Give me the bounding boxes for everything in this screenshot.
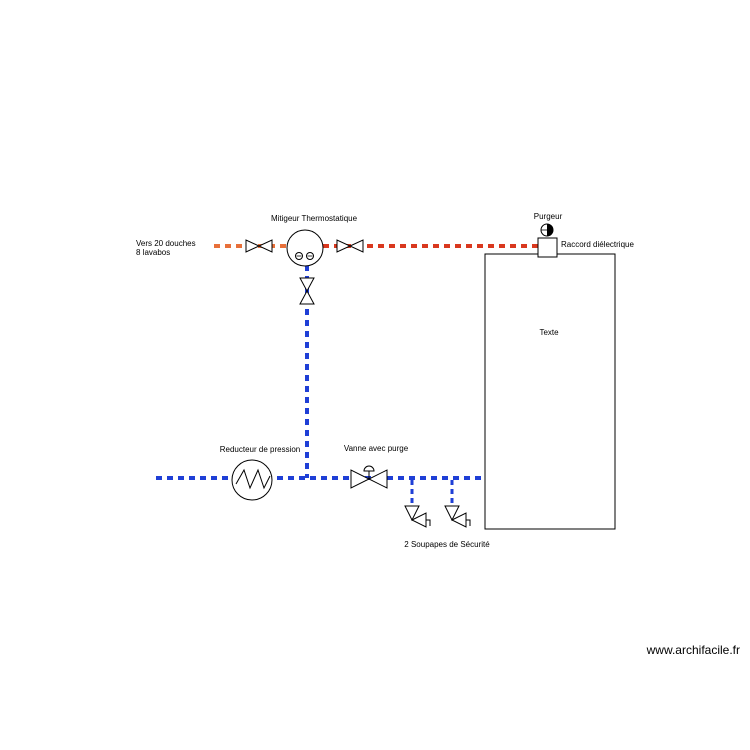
reducer-label: Reducteur de pression [220,445,301,454]
water-heater-tank [484,253,616,530]
safety-valve-2-icon[interactable] [444,505,471,528]
dielectric-label: Raccord diélectrique [561,240,634,249]
safety-valves-label: 2 Soupapes de Sécurité [404,540,490,549]
tank-label: Texte [539,328,559,337]
air-vent-label: Purgeur [534,212,563,221]
pipes [156,244,538,504]
drain-valve-icon[interactable] [350,465,388,489]
air-vent-icon [540,223,554,237]
mixer-label: Mitigeur Thermostatique [271,214,358,223]
thermostatic-mixer-icon[interactable] [286,229,324,267]
dielectric-fitting [537,237,558,258]
outlet-label-line-2: 8 lavabos [136,248,170,257]
pressure-reducer-icon[interactable] [231,459,273,501]
cold-valve-icon[interactable] [299,277,315,305]
safety-valve-1-icon[interactable] [404,505,431,528]
hot-supply-valve-icon[interactable] [336,239,364,253]
watermark: www.archifacile.fr [646,643,740,657]
outlet-valve-icon[interactable] [245,239,273,253]
valve-drain-label: Vanne avec purge [344,444,409,453]
outlet-label-line-1: Vers 20 douches [136,239,196,248]
